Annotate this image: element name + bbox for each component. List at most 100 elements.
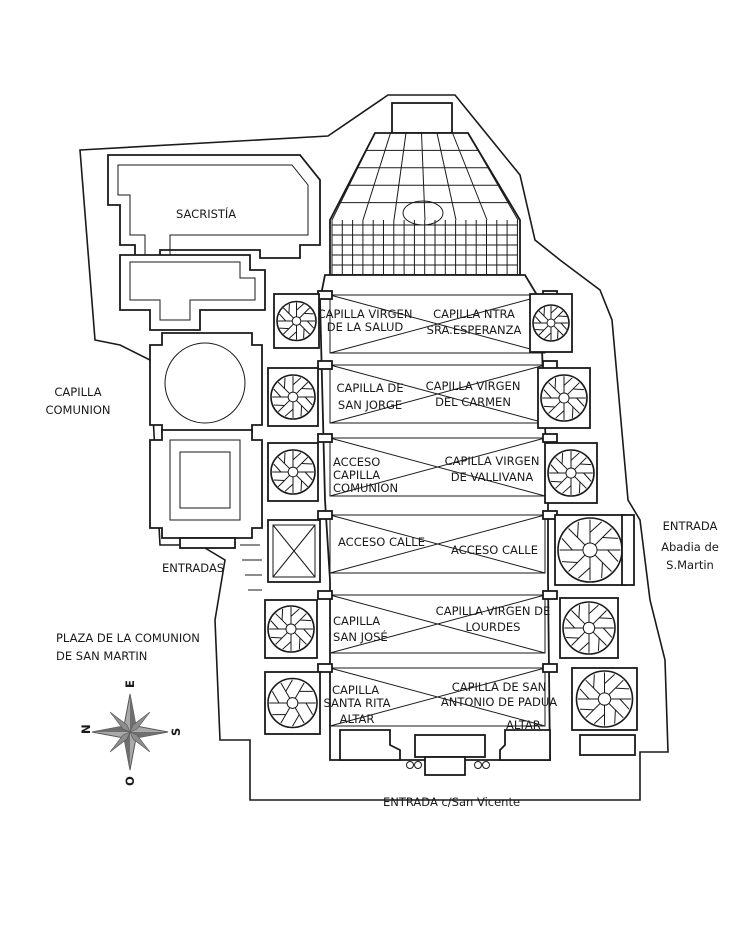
rosette-rib — [563, 377, 573, 386]
rosette-rib — [292, 452, 302, 461]
rosette-rib — [301, 462, 313, 465]
pillar — [542, 663, 558, 673]
rosette-rib — [292, 377, 302, 386]
rosette-rib — [273, 388, 282, 398]
rosette-rib — [594, 528, 612, 546]
label-line: DEL CARMEN — [435, 395, 511, 409]
label-line: LOURDES — [465, 620, 521, 634]
rosette-rib — [583, 472, 592, 482]
rosette-rib — [280, 707, 291, 724]
rosette-rib — [593, 714, 605, 724]
rosette-rib — [271, 691, 280, 704]
rosette-rib — [619, 698, 630, 710]
rosette-rib — [562, 485, 572, 494]
vault-rib — [329, 514, 546, 574]
chapel-label-right-1: CAPILLA NTRA SRA.ESPERANZA — [414, 308, 534, 337]
label-line: CAPILLA VIRGEN — [444, 454, 540, 468]
rosette-rib — [567, 382, 580, 395]
rosette-rib — [289, 331, 297, 339]
rosette-rib — [597, 638, 600, 651]
rosette-rib — [298, 637, 301, 650]
rosette-right — [547, 449, 595, 497]
rosette-rib — [566, 636, 579, 639]
label-line: SAN JORGE — [337, 398, 403, 412]
pillar — [317, 590, 333, 600]
rosette-rib — [576, 397, 585, 407]
rosette-rib — [571, 610, 586, 625]
label-line: CAPILLA DE SAN — [451, 680, 547, 694]
chapel-label-left-5: CAPILLA SAN JOSÉ — [333, 615, 388, 644]
sacristy-block — [107, 154, 321, 331]
rosette-rib — [579, 708, 594, 711]
rosette-rib — [283, 377, 286, 389]
rosette-rib — [273, 479, 285, 482]
rosette-rib — [555, 476, 568, 489]
label-entrada-abadia: ENTRADA Abadia de S.Martin — [652, 520, 728, 572]
rosette-rib — [560, 322, 568, 330]
rosette-rib — [578, 567, 591, 579]
compass-s: S — [169, 728, 183, 736]
rosette-rib — [608, 679, 624, 695]
label-line: CAPILLA DE — [336, 381, 404, 395]
apse-rib — [362, 132, 391, 221]
pillar — [317, 510, 333, 520]
rosette-rib — [296, 381, 309, 394]
rosette-rib — [296, 456, 309, 469]
pillar — [542, 590, 558, 600]
rosette-rib — [300, 480, 303, 492]
rosette-rib — [555, 410, 565, 419]
rosette-rib — [281, 608, 284, 621]
rosette-rib — [548, 401, 561, 414]
pillar — [317, 433, 333, 443]
rosette-rib — [571, 406, 574, 419]
rosette-rib — [304, 396, 313, 406]
label-line: SAN JOSÉ — [333, 630, 388, 644]
rosette-rib — [279, 313, 287, 322]
compass-rose: N E S O — [79, 680, 183, 786]
rosette-rib — [568, 528, 586, 546]
apse — [329, 102, 521, 276]
rosette-rib — [550, 464, 559, 474]
rosette-rib — [588, 604, 599, 615]
rosette-rib — [275, 632, 288, 645]
rosette-rib — [592, 631, 607, 646]
rosette-rib — [577, 521, 579, 538]
main-entrance — [339, 729, 636, 776]
rosette-rib — [579, 688, 590, 700]
rosette-rib — [304, 471, 313, 481]
rosette-rib — [296, 475, 309, 488]
rosette-rib — [301, 387, 313, 390]
rosette-rib — [585, 679, 601, 695]
compass-o: O — [123, 776, 137, 786]
rosette-rib — [544, 332, 552, 340]
rosette-left — [270, 374, 316, 420]
rosette-rib — [299, 323, 310, 335]
label-line: ENTRADA — [662, 519, 718, 533]
label-line: DE LA SALUD — [326, 320, 404, 334]
label-line: CAPILLA — [333, 468, 381, 482]
label-plaza: PLAZA DE LA COMUNION DE SAN MARTIN — [56, 632, 200, 663]
label-entrada-san-vicente: ENTRADA c/San Vicente — [383, 795, 521, 809]
rosette-rib — [548, 382, 561, 395]
nave — [317, 274, 558, 761]
rosette-rib — [555, 457, 568, 470]
rosette-rib — [277, 456, 290, 469]
chapel-label-right-6: CAPILLA DE SAN ANTONIO DE PADUA — [434, 681, 564, 709]
rosette-rib — [602, 627, 613, 638]
label-line: CAPILLA — [333, 614, 381, 628]
rosette-rib — [571, 631, 586, 646]
apse-rib — [467, 132, 519, 221]
rosette-rib — [550, 480, 563, 483]
rosette-rib — [294, 632, 307, 645]
chapel-label-left-4: ACCESO CALLE — [338, 535, 425, 549]
label-line: SANTA RITA — [323, 696, 391, 710]
rosette-rib — [604, 674, 616, 684]
rosette-rib — [578, 481, 581, 494]
rosette-rib — [270, 620, 279, 630]
label-line: DE SAN MARTIN — [56, 649, 148, 663]
label-line: Abadia de — [661, 540, 719, 554]
rosette-rib — [294, 707, 305, 724]
rosette-rib — [305, 702, 314, 715]
vault-rib — [272, 524, 316, 578]
rosette-rib — [589, 521, 602, 533]
